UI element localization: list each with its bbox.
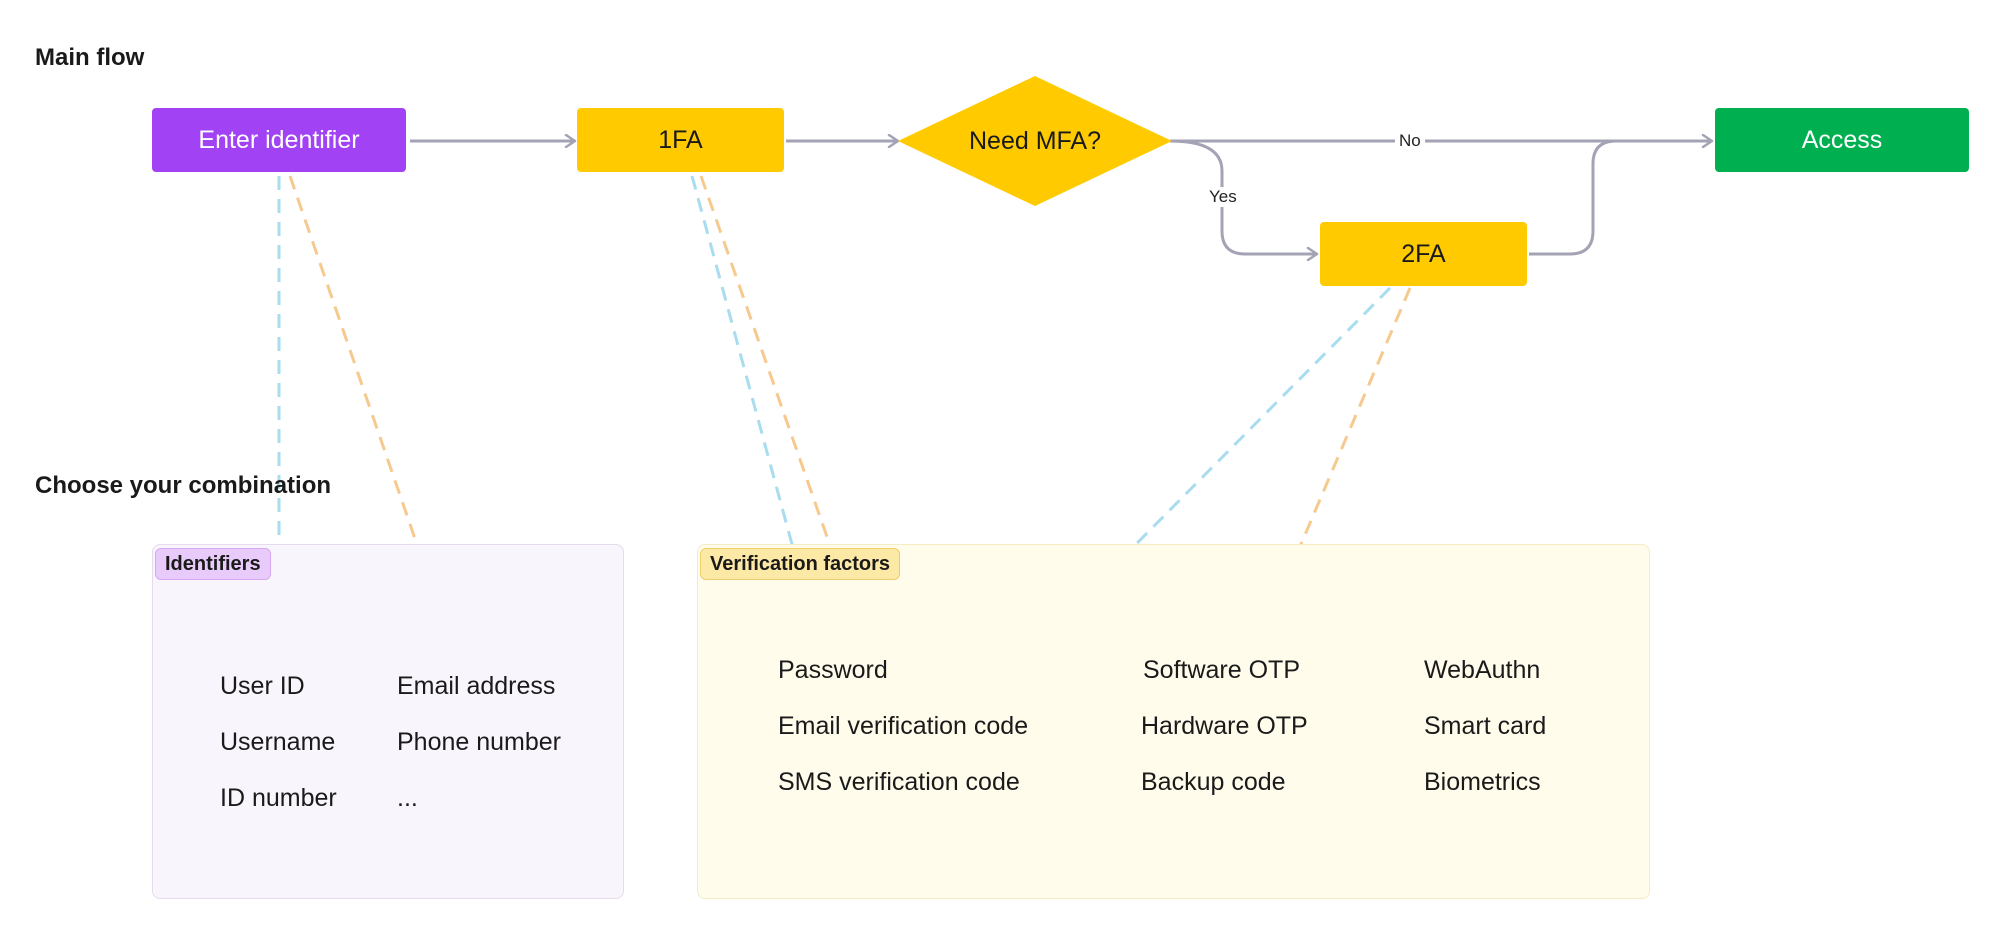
identifiers-badge: Identifiers: [155, 548, 271, 580]
option-backup-code[interactable]: Backup code: [1141, 768, 1286, 796]
option-id-number[interactable]: ID number: [220, 784, 337, 812]
choose-combination-title: Choose your combination: [35, 472, 332, 499]
option-username[interactable]: Username: [220, 728, 336, 756]
option-password[interactable]: Password: [778, 656, 888, 684]
edge-label-yes: Yes: [1205, 187, 1241, 207]
main-flow-title: Main flow: [35, 44, 145, 71]
verification-factors-group: [697, 544, 1650, 899]
arrow-2fa-to-access: [1529, 139, 1617, 256]
option-user-id[interactable]: User ID: [220, 672, 305, 700]
option-smart-card[interactable]: Smart card: [1424, 712, 1547, 740]
option-hardware-otp[interactable]: Hardware OTP: [1141, 712, 1308, 740]
enter-identifier-node[interactable]: Enter identifier: [152, 108, 406, 172]
option-phone-number[interactable]: Phone number: [397, 728, 562, 756]
option-sms-verification-code[interactable]: SMS verification code: [778, 768, 1020, 796]
arrow-mfa-yes-to-2fa: [1169, 139, 1317, 254]
option-more-identifiers: ...: [397, 784, 418, 812]
1fa-node[interactable]: 1FA: [577, 108, 784, 172]
option-biometrics[interactable]: Biometrics: [1424, 768, 1541, 796]
verification-factors-badge: Verification factors: [700, 548, 901, 580]
identifiers-group: [152, 544, 624, 899]
option-email-address[interactable]: Email address: [397, 672, 556, 700]
edge-label-no: No: [1395, 131, 1425, 151]
2fa-node[interactable]: 2FA: [1320, 222, 1527, 286]
option-email-verification-code[interactable]: Email verification code: [778, 712, 1029, 740]
option-webauthn[interactable]: WebAuthn: [1424, 656, 1541, 684]
need-mfa-label: Need MFA?: [968, 126, 1101, 155]
option-software-otp[interactable]: Software OTP: [1143, 656, 1300, 684]
need-mfa-diamond[interactable]: [898, 76, 1172, 206]
access-node[interactable]: Access: [1715, 108, 1969, 172]
